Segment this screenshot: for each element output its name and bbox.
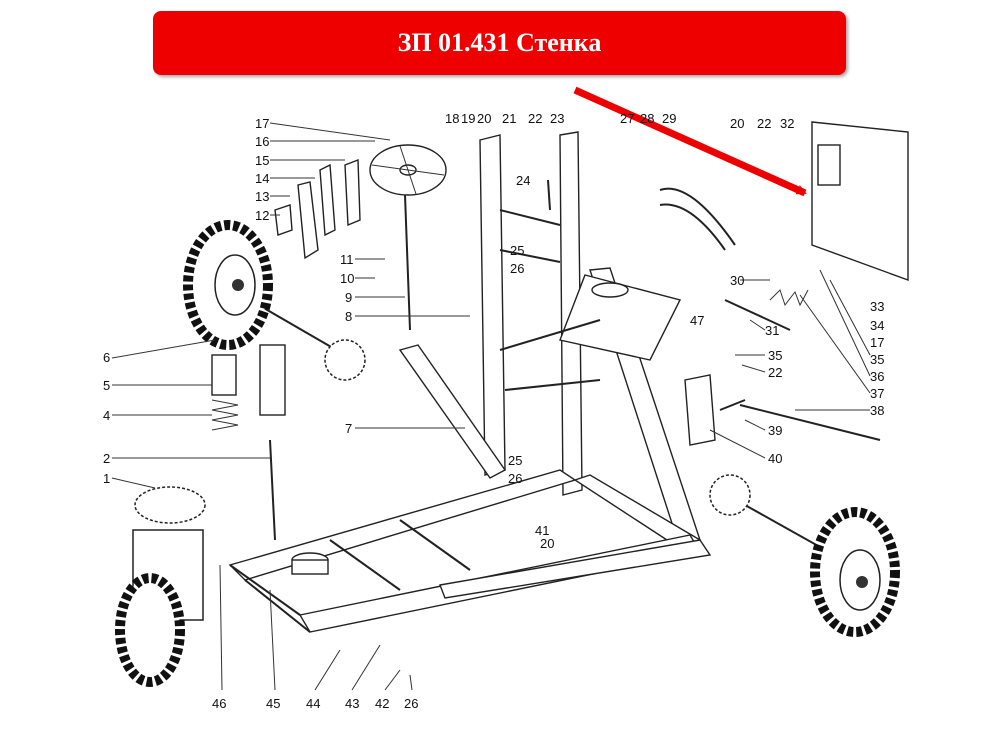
callout-25: 25: [510, 243, 524, 258]
callout-17-b: 17: [870, 335, 884, 350]
callout-39: 39: [768, 423, 782, 438]
callout-33: 33: [870, 299, 884, 314]
callout-17: 17: [255, 116, 269, 131]
callout-37: 37: [870, 386, 884, 401]
callout-24: 24: [516, 173, 530, 188]
callout-20-c: 20: [540, 536, 554, 551]
pointer-arrow: [573, 86, 807, 197]
callout-6: 6: [103, 350, 110, 365]
title-banner: ЗП 01.431 Стенка: [153, 11, 846, 75]
callout-28: 28: [640, 111, 654, 126]
callout-14: 14: [255, 171, 269, 186]
callout-38: 38: [870, 403, 884, 418]
callout-20: 20: [477, 111, 491, 126]
callout-41: 41: [535, 523, 549, 538]
frame-drawing: [211, 121, 909, 633]
callout-12: 12: [255, 208, 269, 223]
callout-16: 16: [255, 134, 269, 149]
banner-title: ЗП 01.431 Стенка: [397, 28, 602, 57]
callout-26: 26: [510, 261, 524, 276]
callout-7: 7: [345, 421, 352, 436]
callout-46: 46: [212, 696, 226, 711]
callout-45: 45: [266, 696, 280, 711]
callout-32: 32: [780, 116, 794, 131]
callout-labels: 1 2 4 5 6 7 8 9 10 11 12 13 14 15 16 17 …: [103, 111, 884, 711]
callout-29: 29: [662, 111, 676, 126]
callout-25-b: 25: [508, 453, 522, 468]
callout-4: 4: [103, 408, 110, 423]
callout-43: 43: [345, 696, 359, 711]
callout-34: 34: [870, 318, 884, 333]
callout-labels-repeat: 20 22 17 35 22 25 26 20 26: [404, 116, 884, 711]
callout-47: 47: [690, 313, 704, 328]
callout-31: 31: [765, 323, 779, 338]
callout-2: 2: [103, 451, 110, 466]
callout-22: 22: [528, 111, 542, 126]
callout-23: 23: [550, 111, 564, 126]
callout-15: 15: [255, 153, 269, 168]
callout-35: 35: [768, 348, 782, 363]
callout-20-b: 20: [730, 116, 744, 131]
callout-40: 40: [768, 451, 782, 466]
wheel-right-rear: [810, 507, 900, 637]
callout-8: 8: [345, 309, 352, 324]
callout-26-b: 26: [508, 471, 522, 486]
callout-18: 18: [445, 111, 459, 126]
callout-21: 21: [502, 111, 516, 126]
callout-1: 1: [103, 471, 110, 486]
callout-26-c: 26: [404, 696, 418, 711]
callout-9: 9: [345, 290, 352, 305]
callout-10: 10: [340, 271, 354, 286]
callout-13: 13: [255, 189, 269, 204]
callout-42: 42: [375, 696, 389, 711]
callout-27: 27: [620, 111, 634, 126]
sprocket-rear: [324, 339, 751, 516]
callout-22-b: 22: [757, 116, 771, 131]
callout-19: 19: [461, 111, 475, 126]
caster-wheel: [115, 486, 206, 687]
wheel-left-rear: [183, 220, 273, 350]
callout-35-b: 35: [870, 352, 884, 367]
callout-30: 30: [730, 273, 744, 288]
callout-44: 44: [306, 696, 320, 711]
callout-5: 5: [103, 378, 110, 393]
callout-36: 36: [870, 369, 884, 384]
callout-22-c: 22: [768, 365, 782, 380]
leader-lines: [111, 122, 871, 691]
callout-11: 11: [340, 252, 354, 267]
